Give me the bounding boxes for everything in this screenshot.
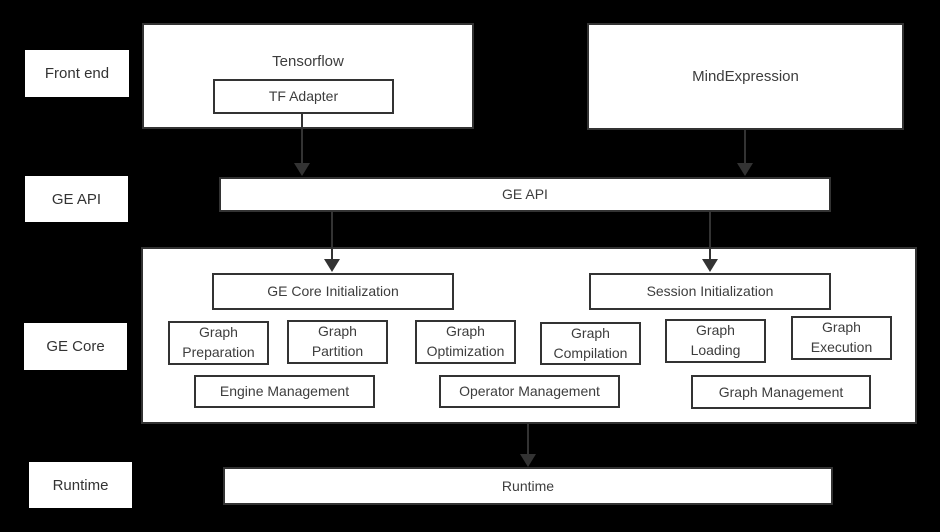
graph-loading-label: Graph Loading bbox=[690, 322, 741, 358]
ge-core-initialization-box: GE Core Initialization bbox=[212, 273, 454, 310]
ge-api-bar: GE API bbox=[219, 177, 831, 212]
arrow-line-tf-adapter-to-ge-api bbox=[301, 114, 303, 163]
operator-management-box: Operator Management bbox=[439, 375, 620, 408]
arrow-down-icon bbox=[737, 163, 753, 176]
graph-partition-label: Graph Partition bbox=[311, 323, 364, 359]
arrow-down-icon bbox=[324, 259, 340, 272]
graph-compilation-label: Graph Compilation bbox=[553, 324, 628, 361]
graph-loading-box: Graph Loading bbox=[665, 319, 766, 363]
arrow-down-icon bbox=[702, 259, 718, 272]
tf-adapter-box: TF Adapter bbox=[213, 79, 394, 114]
graph-partition-box: Graph Partition bbox=[287, 320, 388, 364]
graph-execution-box: Graph Execution bbox=[791, 316, 892, 360]
arrow-line-ge-api-to-session-init bbox=[709, 212, 711, 259]
tensorflow-label: Tensorflow bbox=[272, 53, 344, 70]
side-label-ge-api: GE API bbox=[25, 176, 128, 222]
side-label-front-end: Front end bbox=[25, 50, 129, 97]
engine-management-box: Engine Management bbox=[194, 375, 375, 408]
graph-optimization-label: Graph Optimization bbox=[426, 323, 505, 359]
graph-optimization-box: Graph Optimization bbox=[415, 320, 516, 364]
mindexpression-box: MindExpression bbox=[587, 23, 904, 130]
side-label-ge-core: GE Core bbox=[24, 323, 127, 370]
arrow-line-mindexpression-to-ge-api bbox=[744, 130, 746, 163]
side-label-runtime: Runtime bbox=[29, 462, 132, 508]
session-initialization-box: Session Initialization bbox=[589, 273, 831, 310]
graph-preparation-box: Graph Preparation bbox=[168, 321, 269, 365]
graph-preparation-label: Graph Preparation bbox=[182, 324, 255, 360]
runtime-bar: Runtime bbox=[223, 467, 833, 505]
arrow-line-ge-core-to-runtime bbox=[527, 424, 529, 454]
graph-management-box: Graph Management bbox=[691, 375, 871, 409]
arrow-down-icon bbox=[520, 454, 536, 467]
arrow-down-icon bbox=[294, 163, 310, 176]
graph-execution-label: Graph Execution bbox=[810, 319, 873, 355]
graph-compilation-box: Graph Compilation bbox=[540, 322, 641, 365]
arrow-line-ge-api-to-ge-core-init bbox=[331, 212, 333, 259]
